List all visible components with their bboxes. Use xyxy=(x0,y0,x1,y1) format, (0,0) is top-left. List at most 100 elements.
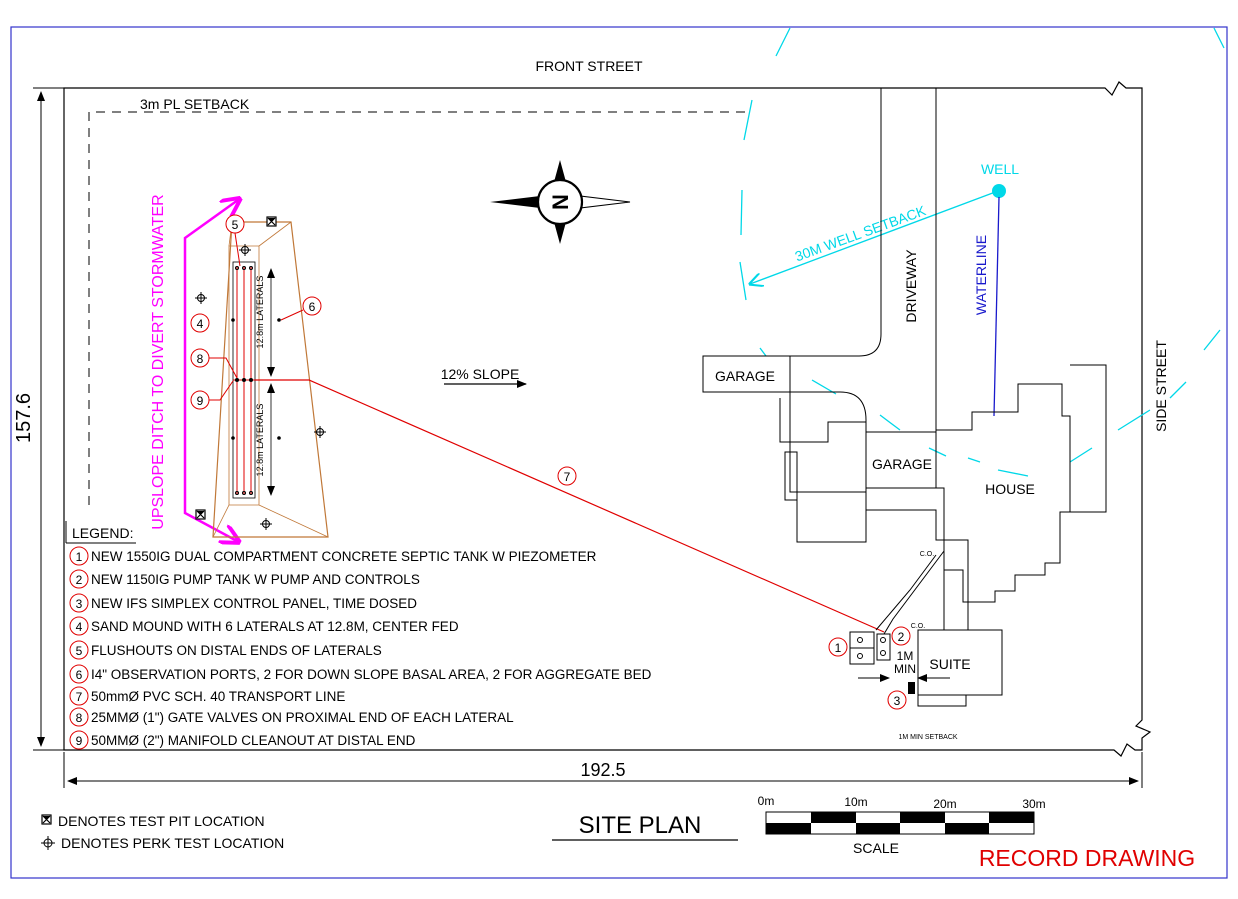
well-setback-circle xyxy=(739,27,1225,477)
marker-3: 3 xyxy=(887,690,907,710)
marker-5: 5 xyxy=(225,214,245,267)
front-street-label: FRONT STREET xyxy=(535,58,643,74)
test-pit-key-label: DENOTES TEST PIT LOCATION xyxy=(58,813,265,829)
north-label: N xyxy=(548,194,573,210)
transport-line xyxy=(255,379,885,633)
svg-text:7: 7 xyxy=(76,690,83,704)
laterals-lower-label: 12.8m LATERALS xyxy=(255,404,265,477)
house-footprint xyxy=(779,364,1107,707)
legend-item: 4 SAND MOUND WITH 6 LATERALS AT 12.8M, CE… xyxy=(69,616,459,636)
svg-text:8: 8 xyxy=(76,711,83,725)
svg-text:SAND MOUND WITH 6 LATERALS AT: SAND MOUND WITH 6 LATERALS AT 12.8M, CEN… xyxy=(91,619,459,634)
width-dimension-label: 192.5 xyxy=(580,760,625,780)
scale-tick-label: 30m xyxy=(1022,797,1045,811)
drawing-title: SITE PLAN xyxy=(579,812,702,839)
record-drawing-label: RECORD DRAWING xyxy=(979,845,1195,871)
pl-setback-line xyxy=(88,111,745,512)
laterals-upper-label: 12.8m LATERALS xyxy=(255,276,265,349)
house-label: HOUSE xyxy=(985,481,1035,497)
legend-item: 3 NEW IFS SIMPLEX CONTROL PANEL, TIME DOS… xyxy=(69,593,417,613)
suite-label: SUITE xyxy=(929,656,970,672)
pl-setback-label: 3m PL SETBACK xyxy=(140,96,250,112)
scale-label: SCALE xyxy=(853,840,899,856)
svg-text:5: 5 xyxy=(232,218,239,232)
legend: LEGEND: 1 NEW 1550IG DUAL COMPARTMENT CON… xyxy=(65,521,652,750)
legend-item: 5 FLUSHOUTS ON DISTAL ENDS OF LATERALS xyxy=(69,640,382,660)
marker-9: 9 xyxy=(190,380,234,410)
svg-text:2: 2 xyxy=(76,573,83,587)
perk-test-key: DENOTES PERK TEST LOCATION xyxy=(41,835,284,851)
svg-text:1: 1 xyxy=(76,550,83,564)
min-1m-label: 1M xyxy=(897,649,914,663)
svg-text:4: 4 xyxy=(76,620,83,634)
legend-item: 8 25MMØ (1") GATE VALVES ON PROXIMAL END … xyxy=(69,707,514,727)
control-panel xyxy=(908,682,915,694)
scale-tick-label: 20m xyxy=(933,797,956,811)
legend-item: 6 I4" OBSERVATION PORTS, 2 FOR DOWN SLOPE… xyxy=(69,664,652,684)
test-pit-marker xyxy=(195,509,206,520)
slope-label: 12% SLOPE xyxy=(441,366,520,382)
perk-test-key-label: DENOTES PERK TEST LOCATION xyxy=(61,835,284,851)
well-setback-arrow xyxy=(750,190,999,284)
svg-text:3: 3 xyxy=(76,597,83,611)
marker-7: 7 xyxy=(557,466,577,486)
marker-6: 6 xyxy=(280,296,322,321)
garage-detached xyxy=(702,355,791,393)
svg-text:25MMØ (1") GATE VALVES ON PROX: 25MMØ (1") GATE VALVES ON PROXIMAL END O… xyxy=(91,710,514,725)
width-dimension: 192.5 xyxy=(63,752,1143,788)
septic-tank xyxy=(849,631,875,665)
svg-text:NEW 1550IG DUAL COMPARTMENT CO: NEW 1550IG DUAL COMPARTMENT CONCRETE SEP… xyxy=(91,549,597,564)
driveway-west-edge xyxy=(790,88,882,357)
svg-text:7: 7 xyxy=(564,470,571,484)
svg-text:6: 6 xyxy=(76,668,83,682)
height-dimension: 157.6 xyxy=(13,87,70,751)
driveway-label: DRIVEWAY xyxy=(903,249,919,323)
svg-text:I4" OBSERVATION PORTS, 2 FOR D: I4" OBSERVATION PORTS, 2 FOR DOWN SLOPE … xyxy=(91,667,652,682)
svg-text:NEW IFS SIMPLEX CONTROL PANEL,: NEW IFS SIMPLEX CONTROL PANEL, TIME DOSE… xyxy=(91,596,417,611)
perk-test-marker xyxy=(239,244,251,256)
min-setback-label: 1M MIN SETBACK xyxy=(898,734,957,741)
min-word-label: MIN xyxy=(894,662,916,676)
legend-title: LEGEND: xyxy=(72,525,133,541)
test-pit-marker xyxy=(266,216,277,227)
marker-4: 4 xyxy=(190,313,210,333)
marker-8: 8 xyxy=(190,348,238,379)
marker-1: 1 xyxy=(828,637,848,657)
svg-text:1: 1 xyxy=(835,641,842,655)
scale-tick-label: 0m xyxy=(758,794,775,808)
legend-item: 1 NEW 1550IG DUAL COMPARTMENT CONCRETE SE… xyxy=(69,546,597,566)
driveway-apron xyxy=(790,391,867,432)
upslope-ditch xyxy=(183,200,238,541)
perk-test-marker xyxy=(314,426,326,438)
cleanout-label: C.O. xyxy=(920,551,934,558)
waterline xyxy=(993,196,1000,417)
garage-detached-label: GARAGE xyxy=(715,368,775,384)
perk-test-marker xyxy=(260,518,272,530)
svg-text:3: 3 xyxy=(894,694,901,708)
well-icon xyxy=(992,184,1006,198)
scale-bar: 0m 10m 20m 30m SCALE xyxy=(758,794,1046,856)
height-dimension-label: 157.6 xyxy=(13,393,35,443)
sheet-frame xyxy=(10,26,1228,879)
svg-text:9: 9 xyxy=(197,394,204,408)
pump-tank xyxy=(876,633,891,661)
north-arrow: N xyxy=(490,160,631,244)
svg-text:FLUSHOUTS ON DISTAL ENDS OF LA: FLUSHOUTS ON DISTAL ENDS OF LATERALS xyxy=(91,643,382,658)
svg-text:4: 4 xyxy=(197,317,204,331)
svg-text:50mmØ PVC SCH. 40 TRANSPORT LI: 50mmØ PVC SCH. 40 TRANSPORT LINE xyxy=(91,689,345,704)
property-line xyxy=(63,81,1152,757)
well-label: WELL xyxy=(981,161,1019,177)
marker-2: 2 xyxy=(891,626,911,646)
svg-text:9: 9 xyxy=(76,734,83,748)
upslope-ditch-label: UPSLOPE DITCH TO DIVERT STORMWATER xyxy=(150,194,167,529)
svg-text:50MMØ (2") MANIFOLD CLEANOUT A: 50MMØ (2") MANIFOLD CLEANOUT AT DISTAL E… xyxy=(91,733,416,748)
svg-text:5: 5 xyxy=(76,644,83,658)
legend-item: 2 NEW 1150IG PUMP TANK W PUMP AND CONTROL… xyxy=(69,569,420,589)
side-street-label: SIDE STREET xyxy=(1153,340,1169,432)
svg-text:NEW 1150IG PUMP TANK W PUMP AN: NEW 1150IG PUMP TANK W PUMP AND CONTROLS xyxy=(91,572,420,587)
legend-item: 7 50mmØ PVC SCH. 40 TRANSPORT LINE xyxy=(69,686,345,706)
svg-text:2: 2 xyxy=(898,630,905,644)
perk-test-marker xyxy=(195,292,207,304)
waterline-label: WATERLINE xyxy=(973,235,989,315)
